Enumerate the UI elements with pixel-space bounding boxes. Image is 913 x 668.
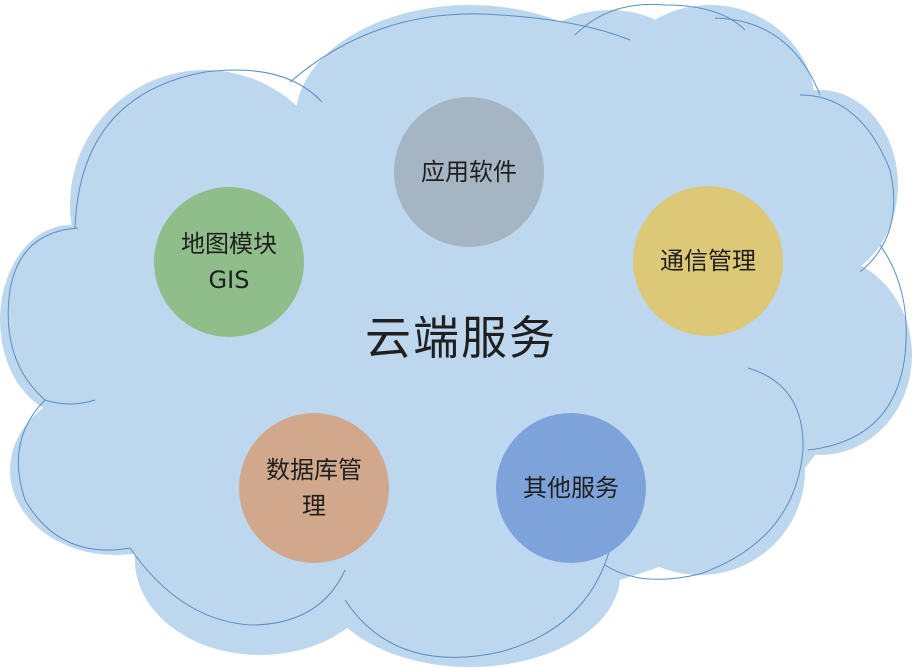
cloud-title: 云端服务 <box>365 311 557 365</box>
node-communication-label: 通信管理 <box>660 247 756 275</box>
node-communication-management: 通信管理 <box>633 186 783 336</box>
node-database-label-line2: 理 <box>302 492 326 520</box>
node-map-module-label: 地图模块 <box>181 230 277 258</box>
node-other-services: 其他服务 <box>496 413 646 563</box>
node-other-services-label: 其他服务 <box>523 474 619 502</box>
node-gis-label: GIS <box>208 266 250 294</box>
node-app-software: 应用软件 <box>394 97 544 247</box>
node-database-management: 数据库管 理 <box>239 413 389 563</box>
node-database-label-line1: 数据库管 <box>266 456 362 484</box>
node-map-module-gis: 地图模块 GIS <box>154 187 304 337</box>
node-app-software-label: 应用软件 <box>421 158 517 186</box>
